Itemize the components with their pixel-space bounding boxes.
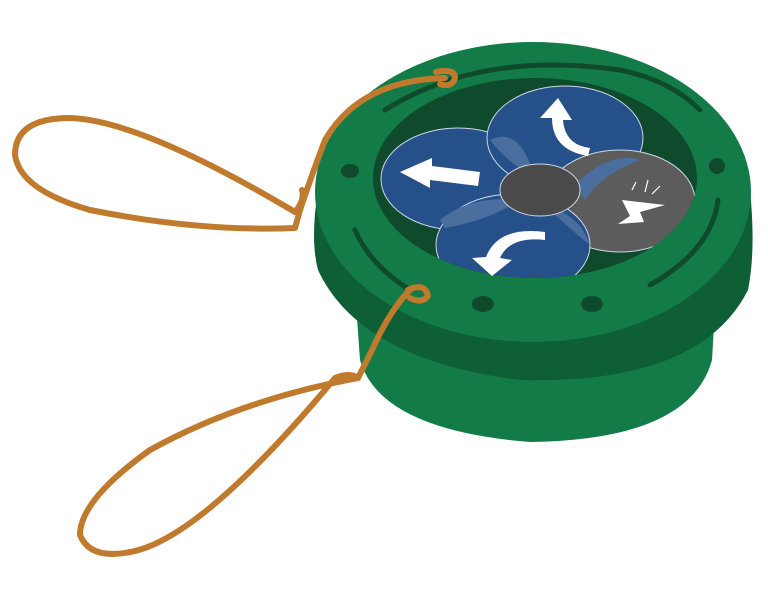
lanyard-cord	[12, 67, 458, 557]
button-overlap	[545, 205, 590, 245]
rim-groove-right	[647, 197, 721, 288]
arrow-left-icon	[400, 158, 480, 188]
rim-hole	[341, 164, 359, 178]
button-overlap	[575, 157, 640, 200]
lightning-icon	[618, 200, 665, 224]
rim-hole	[709, 158, 725, 174]
button-overlap	[440, 199, 520, 228]
turn-arrow-up-icon	[540, 98, 590, 156]
turn-arrow-down-icon	[472, 231, 545, 276]
rim-groove-left	[352, 227, 413, 293]
rim-hole	[581, 296, 603, 312]
center-hub	[499, 163, 581, 217]
rim-groove-top	[382, 62, 703, 113]
rim-hole	[472, 296, 494, 312]
spark-lines-icon	[631, 179, 661, 195]
